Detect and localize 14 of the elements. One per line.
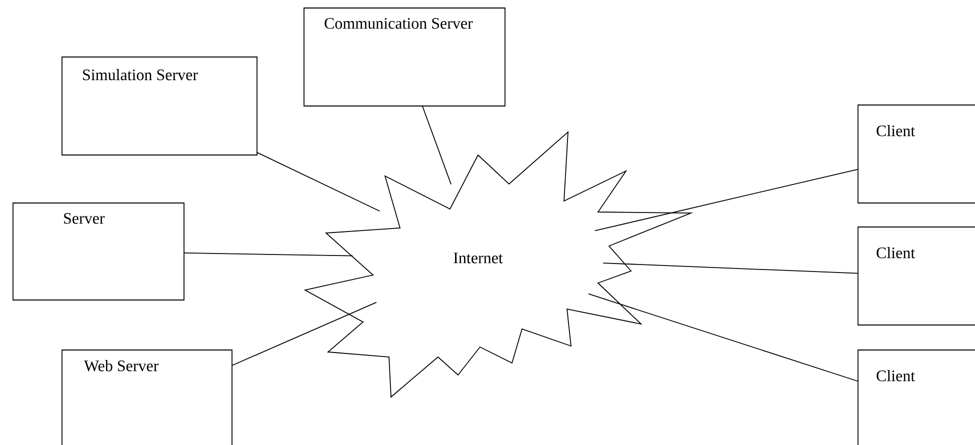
connector-line: [232, 302, 377, 366]
server-box: Server: [12, 202, 184, 300]
server-box: Web Server: [62, 350, 232, 445]
server-box: Client: [858, 226, 975, 326]
connector-line: [588, 293, 858, 382]
server-box: Client: [858, 104, 975, 204]
starburst-cloud: Internet: [304, 130, 694, 398]
connector-line: [602, 262, 858, 274]
connector-line: [184, 252, 354, 256]
server-box: Simulation Server: [62, 56, 258, 156]
server-box: Client: [858, 350, 975, 445]
connector-line: [422, 106, 452, 185]
connector-line: [594, 168, 858, 232]
server-box: Communication Server: [304, 8, 506, 106]
